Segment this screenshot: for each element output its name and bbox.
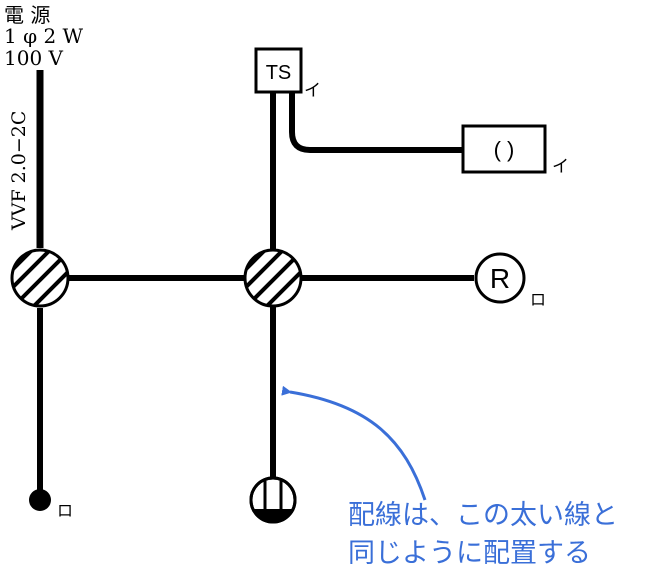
outlet-label: ( )	[494, 137, 515, 162]
switch-to-outlet-wire	[289, 92, 463, 153]
fixture-symbol	[249, 476, 297, 524]
callout-line1: 配線は、この太い線と	[348, 500, 618, 531]
callout-line2: 同じように配置する	[348, 538, 591, 569]
junction-box-center	[243, 248, 303, 308]
power-voltage-label: 100 V	[4, 46, 64, 70]
power-phase-label: 1 φ 2 W	[4, 24, 84, 48]
receptacle-code: ロ	[530, 290, 546, 309]
timer-switch: TS	[254, 47, 303, 94]
cable-label: VVF 2.0−2C	[8, 111, 30, 231]
power-source-label: 電 源	[4, 3, 50, 27]
junction-box-left	[10, 248, 70, 308]
receptacle-r: R	[474, 252, 526, 304]
receptacle-label: R	[490, 263, 510, 294]
timer-switch-label: TS	[266, 62, 292, 84]
outlet-box: ( )	[461, 124, 547, 174]
timer-switch-code: イ	[304, 81, 321, 101]
pilot-code: ロ	[57, 501, 73, 520]
pilot-lamp	[29, 489, 51, 511]
callout-arrow	[281, 385, 427, 501]
outlet-code: イ	[552, 157, 569, 177]
